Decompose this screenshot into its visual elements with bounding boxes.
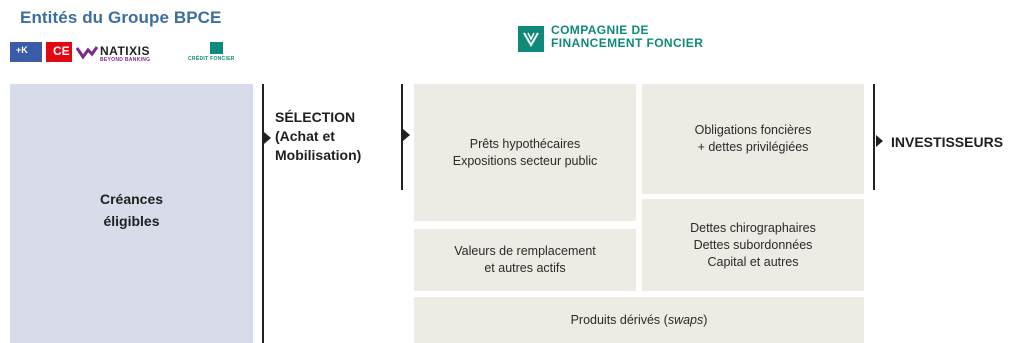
box-text-line: Obligations foncières	[694, 123, 812, 137]
divider-line-left	[262, 84, 264, 343]
arrow-right-icon	[403, 129, 410, 141]
cff-name-line2: FINANCEMENT FONCIER	[551, 36, 704, 50]
derives-italic: swaps	[667, 312, 704, 327]
natixis-logo: NATIXIS BEYOND BANKING	[76, 42, 186, 64]
valeurs-remplacement-box: Valeurs de remplacement et autres actifs	[414, 229, 636, 291]
produits-derives-box: Produits dérivés (swaps)	[414, 297, 864, 343]
divider-line-right	[873, 84, 875, 190]
box-text-line: et autres actifs	[484, 261, 566, 275]
arrow-right-icon	[876, 135, 883, 147]
box-text-line: + dettes privilégiées	[697, 140, 809, 154]
produits-derives-label: Produits dérivés (swaps)	[571, 312, 708, 329]
obligations-foncieres-box: Obligations foncières + dettes privilégi…	[642, 84, 864, 194]
selection-line3: Mobilisation)	[275, 147, 362, 163]
prets-hypothecaires-box: Prêts hypothécaires Expositions secteur …	[414, 84, 636, 221]
arrow-right-icon	[264, 132, 271, 144]
selection-label: SÉLECTION (Achat et Mobilisation)	[275, 108, 361, 165]
cff-name-line1: COMPAGNIE DE	[551, 23, 649, 37]
divider-line-middle	[401, 84, 403, 190]
selection-line1: SÉLECTION	[275, 109, 356, 125]
banque-populaire-logo: +K	[10, 42, 42, 62]
box-text-line: Dettes subordonnées	[693, 237, 813, 252]
box-text-line: Dettes chirographaires	[690, 220, 816, 235]
box-text-line: Expositions secteur public	[452, 153, 598, 168]
creances-line2: éligibles	[103, 213, 160, 229]
caisse-epargne-logo: CE	[46, 42, 72, 62]
selection-line2: (Achat et	[275, 128, 335, 144]
investisseurs-label: INVESTISSEURS	[891, 134, 1004, 150]
derives-prefix: Produits dérivés (	[570, 312, 668, 327]
cff-name: COMPAGNIE DE FINANCEMENT FONCIER	[551, 24, 703, 50]
credit-foncier-icon	[210, 42, 223, 54]
dettes-chirographaires-box: Dettes chirographaires Dettes subordonné…	[642, 199, 864, 291]
natixis-wing-icon	[76, 46, 98, 59]
box-text-line: Valeurs de remplacement	[454, 244, 596, 258]
box-text-line: Prêts hypothécaires	[469, 136, 581, 151]
ce-logo-mark: CE	[53, 44, 70, 58]
groupe-title: Entités du Groupe BPCE	[20, 8, 222, 27]
credit-foncier-logo: CRÉDIT FONCIER	[188, 42, 254, 64]
natixis-tagline: BEYOND BANKING	[100, 57, 151, 63]
credit-foncier-name: CRÉDIT FONCIER	[188, 56, 235, 62]
derives-suffix: )	[703, 312, 708, 327]
creances-eligibles-label: Créances éligibles	[10, 188, 253, 232]
cff-logo-icon	[518, 26, 544, 52]
group-logos: +K CE NATIXIS BEYOND BANKING CRÉDIT FONC…	[10, 42, 260, 64]
bpce-logo-mark: +K	[16, 45, 28, 55]
creances-eligibles-panel: Créances éligibles	[10, 84, 253, 343]
box-text-line: Capital et autres	[707, 254, 799, 269]
creances-line1: Créances	[99, 191, 164, 207]
natixis-name: NATIXIS	[100, 44, 150, 58]
